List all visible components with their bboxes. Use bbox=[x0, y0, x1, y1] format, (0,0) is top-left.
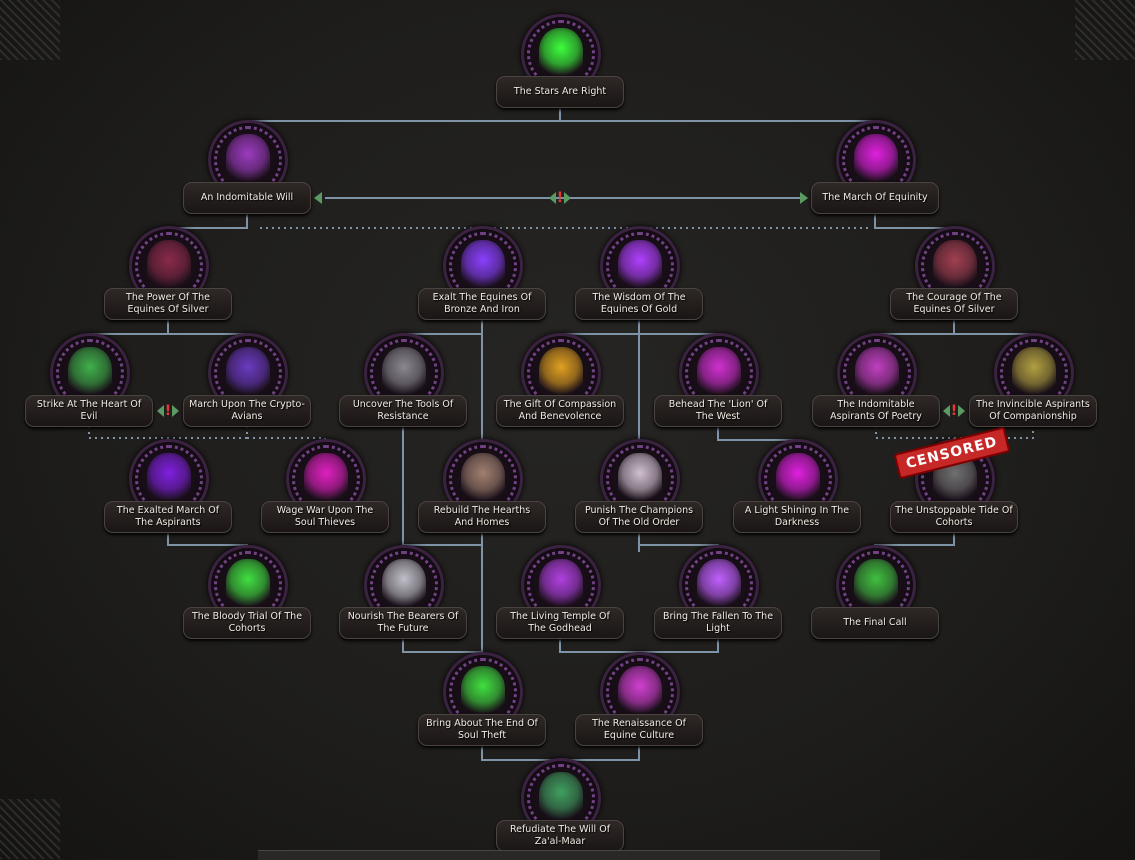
focus-artwork-icon bbox=[697, 347, 741, 397]
focus-node[interactable]: The Living Temple Of The Godhead bbox=[496, 545, 626, 641]
focus-label[interactable]: March Upon The Crypto-Avians bbox=[183, 395, 311, 427]
focus-node[interactable]: Strike At The Heart Of Evil bbox=[25, 333, 155, 429]
focus-artwork-icon bbox=[147, 240, 191, 290]
focus-node[interactable]: The Invincible Aspirants Of Companionshi… bbox=[969, 333, 1099, 429]
focus-node[interactable]: The Wisdom Of The Equines Of Gold bbox=[575, 226, 705, 322]
exclusive-arrow-right-icon bbox=[800, 192, 808, 204]
focus-artwork-icon bbox=[539, 772, 583, 822]
focus-label[interactable]: Bring The Fallen To The Light bbox=[654, 607, 782, 639]
focus-artwork-icon bbox=[776, 453, 820, 503]
focus-label[interactable]: The Unstoppable Tide Of Cohorts bbox=[890, 501, 1018, 533]
focus-artwork-icon bbox=[1012, 347, 1056, 397]
focus-label[interactable]: Bring About The End Of Soul Theft bbox=[418, 714, 546, 746]
focus-node[interactable]: The Final Call bbox=[811, 545, 941, 641]
focus-artwork-icon bbox=[854, 134, 898, 184]
focus-artwork-icon bbox=[461, 453, 505, 503]
focus-node[interactable]: The Stars Are Right bbox=[496, 14, 626, 110]
exclusive-arrow-left-icon bbox=[314, 192, 322, 204]
focus-artwork-icon bbox=[147, 453, 191, 503]
focus-artwork-icon bbox=[854, 559, 898, 609]
frame-corner-decoration bbox=[0, 0, 60, 60]
focus-label[interactable]: Refudiate The Will Of Za'al-Maar bbox=[496, 820, 624, 852]
focus-node[interactable]: The Indomitable Aspirants Of Poetry bbox=[812, 333, 942, 429]
focus-label[interactable]: Behead The 'Lion' Of The West bbox=[654, 395, 782, 427]
focus-label[interactable]: Punish The Champions Of The Old Order bbox=[575, 501, 703, 533]
focus-artwork-icon bbox=[461, 240, 505, 290]
focus-label[interactable]: The Final Call bbox=[811, 607, 939, 639]
focus-node[interactable]: Refudiate The Will Of Za'al-Maar bbox=[496, 758, 626, 854]
focus-artwork-icon bbox=[539, 28, 583, 78]
focus-artwork-icon bbox=[933, 240, 977, 290]
focus-label[interactable]: Strike At The Heart Of Evil bbox=[25, 395, 153, 427]
mutually-exclusive-icon: ! bbox=[546, 190, 574, 206]
focus-artwork-icon bbox=[618, 666, 662, 716]
focus-artwork-icon bbox=[618, 453, 662, 503]
focus-artwork-icon bbox=[382, 347, 426, 397]
focus-label[interactable]: The Courage Of The Equines Of Silver bbox=[890, 288, 1018, 320]
focus-artwork-icon bbox=[855, 347, 899, 397]
focus-label[interactable]: The Stars Are Right bbox=[496, 76, 624, 108]
focus-node[interactable]: The Power Of The Equines Of Silver bbox=[104, 226, 234, 322]
focus-node[interactable]: Punish The Champions Of The Old Order bbox=[575, 439, 705, 535]
focus-artwork-icon bbox=[382, 559, 426, 609]
focus-artwork-icon bbox=[226, 559, 270, 609]
focus-artwork-icon bbox=[226, 134, 270, 184]
focus-label[interactable]: The Power Of The Equines Of Silver bbox=[104, 288, 232, 320]
focus-node[interactable]: An Indomitable Will bbox=[183, 120, 313, 216]
focus-node[interactable]: The Bloody Trial Of The Cohorts bbox=[183, 545, 313, 641]
focus-artwork-icon bbox=[461, 666, 505, 716]
focus-label[interactable]: An Indomitable Will bbox=[183, 182, 311, 214]
focus-node[interactable]: Bring About The End Of Soul Theft bbox=[418, 652, 548, 748]
focus-artwork-icon bbox=[539, 559, 583, 609]
focus-label[interactable]: The Indomitable Aspirants Of Poetry bbox=[812, 395, 940, 427]
focus-label[interactable]: The Exalted March Of The Aspirants bbox=[104, 501, 232, 533]
focus-label[interactable]: Nourish The Bearers Of The Future bbox=[339, 607, 467, 639]
focus-node[interactable]: The Courage Of The Equines Of Silver bbox=[890, 226, 1020, 322]
focus-node[interactable]: The Gift Of Compassion And Benevolence bbox=[496, 333, 626, 429]
mutually-exclusive-icon: ! bbox=[154, 403, 182, 419]
focus-label[interactable]: The Living Temple Of The Godhead bbox=[496, 607, 624, 639]
focus-node[interactable]: Rebuild The Hearths And Homes bbox=[418, 439, 548, 535]
focus-label[interactable]: The Wisdom Of The Equines Of Gold bbox=[575, 288, 703, 320]
focus-node[interactable]: Bring The Fallen To The Light bbox=[654, 545, 784, 641]
focus-label[interactable]: The Renaissance Of Equine Culture bbox=[575, 714, 703, 746]
bottom-scrollbar[interactable] bbox=[258, 850, 880, 860]
focus-node[interactable]: The Renaissance Of Equine Culture bbox=[575, 652, 705, 748]
focus-label[interactable]: The Invincible Aspirants Of Companionshi… bbox=[969, 395, 1097, 427]
focus-label[interactable]: Wage War Upon The Soul Thieves bbox=[261, 501, 389, 533]
focus-node[interactable]: Behead The 'Lion' Of The West bbox=[654, 333, 784, 429]
focus-artwork-icon bbox=[226, 347, 270, 397]
focus-artwork-icon bbox=[618, 240, 662, 290]
focus-artwork-icon bbox=[697, 559, 741, 609]
focus-node[interactable]: A Light Shining In The Darkness bbox=[733, 439, 863, 535]
focus-label[interactable]: The March Of Equinity bbox=[811, 182, 939, 214]
focus-label[interactable]: Exalt The Equines Of Bronze And Iron bbox=[418, 288, 546, 320]
focus-node[interactable]: Uncover The Tools Of Resistance bbox=[339, 333, 469, 429]
focus-artwork-icon bbox=[68, 347, 112, 397]
focus-icon[interactable] bbox=[679, 333, 759, 413]
frame-corner-decoration bbox=[1075, 0, 1135, 60]
frame-corner-decoration bbox=[0, 799, 60, 859]
focus-node[interactable]: The Exalted March Of The Aspirants bbox=[104, 439, 234, 535]
focus-label[interactable]: Rebuild The Hearths And Homes bbox=[418, 501, 546, 533]
focus-node[interactable]: March Upon The Crypto-Avians bbox=[183, 333, 313, 429]
focus-label[interactable]: A Light Shining In The Darkness bbox=[733, 501, 861, 533]
focus-label[interactable]: The Gift Of Compassion And Benevolence bbox=[496, 395, 624, 427]
focus-artwork-icon bbox=[304, 453, 348, 503]
focus-node[interactable]: The March Of Equinity bbox=[811, 120, 941, 216]
focus-node[interactable]: Wage War Upon The Soul Thieves bbox=[261, 439, 391, 535]
focus-artwork-icon bbox=[539, 347, 583, 397]
focus-label[interactable]: The Bloody Trial Of The Cohorts bbox=[183, 607, 311, 639]
mutually-exclusive-icon: ! bbox=[940, 403, 968, 419]
focus-node[interactable]: Exalt The Equines Of Bronze And Iron bbox=[418, 226, 548, 322]
focus-label[interactable]: Uncover The Tools Of Resistance bbox=[339, 395, 467, 427]
focus-node[interactable]: Nourish The Bearers Of The Future bbox=[339, 545, 469, 641]
